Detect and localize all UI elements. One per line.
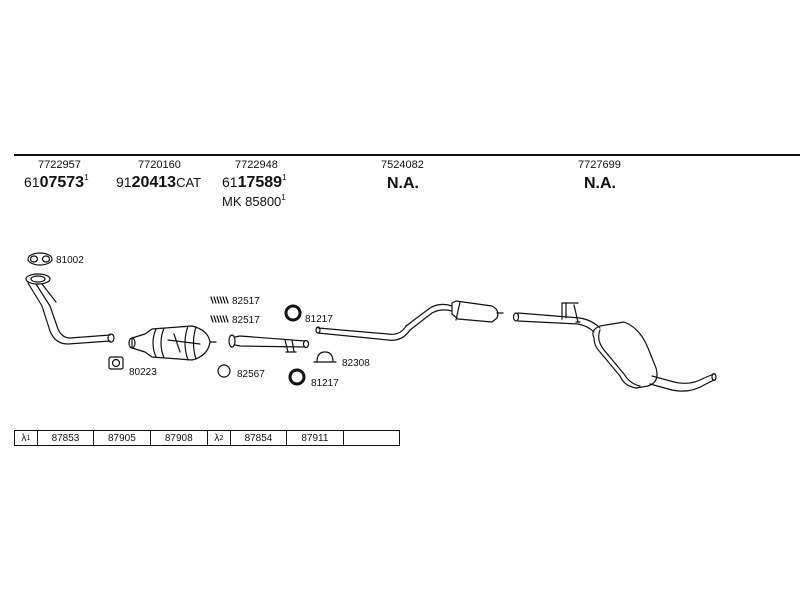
label-82517-a: 82517: [232, 296, 260, 307]
part-number-2: 9120413CAT: [116, 174, 201, 192]
lambda-cell: 87908: [164, 432, 193, 444]
part-prefix-1: 61: [24, 174, 40, 190]
u-clamp-icon: [313, 351, 337, 363]
lambda-cell: 87854: [231, 431, 288, 445]
lambda-cell: 87911: [287, 431, 344, 445]
label-82567: 82567: [237, 369, 265, 380]
intermediate-pipe: [228, 334, 310, 353]
lambda-cell: 87853: [38, 431, 95, 445]
part-main-1: 07573: [39, 174, 85, 191]
part-sup-1: 1: [84, 173, 89, 182]
oem-number-5: 7727699: [578, 159, 621, 171]
rear-section: [512, 302, 717, 392]
bracket-icon: [108, 356, 124, 370]
part-number-1: 61075731: [24, 173, 89, 192]
mk-main: 85800: [245, 194, 282, 209]
label-82517-b: 82517: [232, 315, 260, 326]
seal-icon: [217, 364, 231, 378]
mk-prefix: MK: [222, 194, 242, 209]
label-81217-a: 81217: [305, 314, 333, 325]
part-suffix-2: CAT: [176, 175, 202, 190]
label-81217-b: 81217: [311, 378, 339, 389]
lambda-cell: [344, 431, 399, 445]
clamp-icon: [210, 296, 229, 323]
mk-number: MK 858001: [222, 193, 286, 209]
ring-icon: [284, 304, 306, 386]
label-82308: 82308: [342, 358, 370, 369]
label-81002: 81002: [56, 255, 84, 266]
part-number-3: 61175891: [222, 173, 287, 192]
oem-number-2: 7720160: [138, 159, 181, 171]
middle-section: [315, 300, 504, 341]
part-main-3: 17589: [237, 174, 283, 191]
catalytic-converter: [128, 325, 217, 361]
part-main-2: 20413: [131, 174, 177, 191]
na-label-5: N.A.: [584, 175, 616, 192]
part-prefix-2: 91: [116, 174, 132, 190]
part-prefix-3: 61: [222, 174, 238, 190]
label-80223: 80223: [129, 367, 157, 378]
lambda-cell: 87905: [94, 431, 151, 445]
front-pipe: [25, 273, 115, 345]
gasket-icon: [27, 252, 53, 266]
oem-number-4: 7524082: [381, 159, 424, 171]
oem-number-3: 7722948: [235, 159, 278, 171]
mk-sup: 1: [281, 193, 286, 202]
na-label-4: N.A.: [387, 175, 419, 192]
header-rule: [14, 154, 800, 156]
oem-number-1: 7722957: [38, 159, 81, 171]
part-sup-3: 1: [282, 173, 287, 182]
